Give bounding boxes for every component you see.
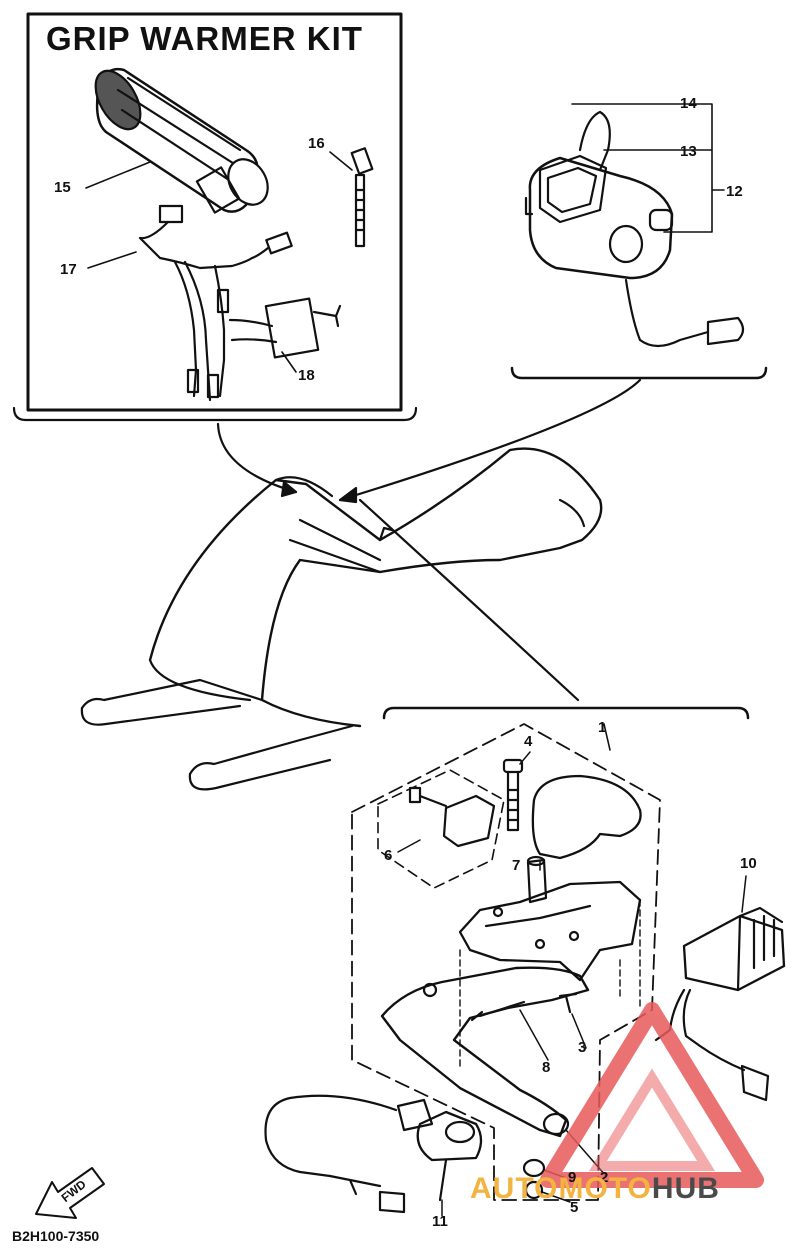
callout-9: 9 xyxy=(568,1169,577,1186)
bracket-12-14 xyxy=(571,103,725,233)
kit-title: GRIP WARMER KIT xyxy=(46,20,363,57)
callout-7: 7 xyxy=(512,857,521,874)
leader-15 xyxy=(85,161,151,189)
watermark-text: AUTOMOTOHUB xyxy=(470,1172,720,1206)
callout-12: 12 xyxy=(726,183,743,200)
harness-part xyxy=(138,204,293,402)
callout-14: 14 xyxy=(680,95,697,112)
arrow-switch xyxy=(338,378,642,502)
handle-switch-part xyxy=(524,110,745,348)
assembly-dashed-outline xyxy=(351,723,661,1201)
leader-18 xyxy=(281,351,297,373)
callout-3: 3 xyxy=(578,1039,587,1056)
sub-dashed-outline xyxy=(377,769,505,889)
kit-box xyxy=(26,12,403,412)
callout-13: 13 xyxy=(680,143,697,160)
watermark-moto: MOTO xyxy=(558,1172,652,1205)
leader-17 xyxy=(87,251,137,269)
snowmobile-body xyxy=(80,447,603,791)
bracket-upper-right xyxy=(510,366,768,380)
callout-16: 16 xyxy=(308,135,325,152)
leader-16 xyxy=(329,151,353,171)
bolt-4 xyxy=(502,758,524,832)
callout-1: 1 xyxy=(598,719,607,736)
callout-2: 2 xyxy=(600,1169,609,1186)
callout-11: 11 xyxy=(432,1213,448,1230)
callout-15: 15 xyxy=(54,179,71,196)
watermark-hub: HUB xyxy=(651,1172,720,1205)
bracket-lower xyxy=(382,706,750,720)
callout-4: 4 xyxy=(524,733,533,750)
top-cover xyxy=(531,774,642,860)
callout-10: 10 xyxy=(740,855,757,872)
bracket-plate xyxy=(458,880,642,982)
tie-part xyxy=(350,147,374,248)
callout-5: 5 xyxy=(570,1199,579,1216)
watermark-logo xyxy=(540,1002,764,1188)
arrow-kit xyxy=(216,422,298,494)
throttle-lever xyxy=(380,966,590,1138)
control-unit-10 xyxy=(654,906,786,1102)
diagram-code: B2H100-7350 xyxy=(12,1228,100,1244)
callout-18: 18 xyxy=(298,367,315,384)
switch-part xyxy=(228,297,342,359)
spacer-7 xyxy=(526,858,548,904)
callout-6: 6 xyxy=(384,847,393,864)
grip-part xyxy=(94,67,269,214)
sensor-11 xyxy=(264,1094,483,1214)
callout-8: 8 xyxy=(542,1059,551,1076)
kit-bracket xyxy=(12,406,418,422)
fwd-arrow xyxy=(35,1167,105,1219)
callout-17: 17 xyxy=(60,261,77,278)
watermark-auto: AUTO xyxy=(470,1172,559,1205)
